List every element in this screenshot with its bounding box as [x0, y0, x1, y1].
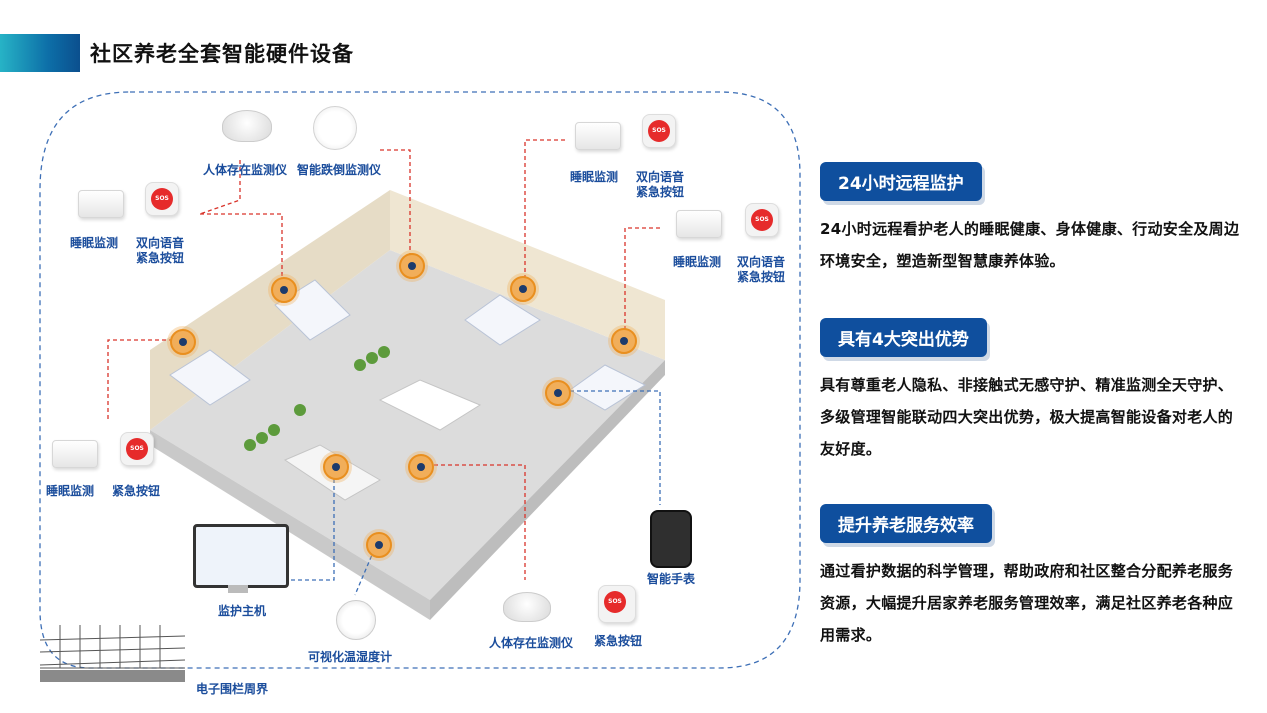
label-sleep-left-top: 睡眠监测 — [70, 236, 119, 250]
sleep-monitor-icon — [78, 190, 124, 218]
feature-panel-2: 具有4大突出优势 具有尊重老人隐私、非接触式无感守护、精准监测全天守护、多级管理… — [820, 318, 1240, 465]
marker-bed-4[interactable] — [611, 328, 637, 354]
label-two-way-left-top: 双向语音 紧急按钮 — [136, 236, 185, 265]
marker-bed-3[interactable] — [510, 276, 536, 302]
feature-heading-3: 提升养老服务效率 — [820, 504, 992, 543]
marker-thermo[interactable] — [366, 532, 392, 558]
label-sleep-right-mid: 睡眠监测 — [673, 255, 722, 269]
presence-sensor-icon — [222, 110, 272, 142]
monitor-stand — [228, 585, 248, 593]
label-monitor-host: 监护主机 — [218, 604, 267, 618]
label-sos-left-bottom: 紧急按钮 — [112, 484, 161, 498]
label-human-presence-top: 人体存在监测仪 — [203, 163, 288, 177]
leader-right-mid — [624, 227, 660, 340]
leader-host — [285, 465, 335, 581]
label-thermo-hygrometer: 可视化温湿度计 — [308, 650, 393, 664]
feature-heading-2: 具有4大突出优势 — [820, 318, 987, 357]
sos-button-icon — [745, 203, 779, 237]
marker-bed-1[interactable] — [170, 329, 196, 355]
feature-heading-1: 24小时远程监护 — [820, 162, 982, 201]
room-wall-back — [390, 190, 665, 360]
smart-watch-icon — [650, 510, 692, 568]
label-fence: 电子围栏周界 — [196, 682, 269, 696]
hardware-diagram: 人体存在监测仪 智能跌倒监测仪 睡眠监测 双向语音 紧急按钮 睡眠监测 双向语音… — [0, 0, 810, 713]
monitor-host-icon — [193, 524, 289, 588]
plants — [244, 346, 390, 451]
leader-left-mid — [107, 339, 180, 420]
label-fall-monitor: 智能跌倒监测仪 — [297, 163, 382, 177]
label-sleep-right-top: 睡眠监测 — [570, 170, 619, 184]
label-sleep-left-bottom: 睡眠监测 — [46, 484, 95, 498]
feature-panel-3: 提升养老服务效率 通过看护数据的科学管理，帮助政府和社区整合分配养老服务资源，大… — [820, 504, 1240, 651]
leader-right-top — [524, 139, 565, 285]
page-title: 社区养老全套智能硬件设备 — [90, 42, 354, 66]
feature-panel-1: 24小时远程监护 24小时远程看护老人的睡眠健康、身体健康、行动安全及周边环境安… — [820, 162, 1240, 277]
label-two-way-right-mid: 双向语音 紧急按钮 — [737, 255, 786, 284]
title-accent-bar — [0, 34, 80, 72]
room-floor — [150, 250, 665, 600]
feature-text-3: 通过看护数据的科学管理，帮助政府和社区整合分配养老服务资源，大幅提升居家养老服务… — [820, 562, 1234, 644]
bed-3 — [464, 294, 541, 346]
presence-sensor-icon — [503, 592, 551, 622]
marker-table[interactable] — [408, 454, 434, 480]
bed-4 — [569, 364, 647, 411]
sos-button-icon — [642, 114, 676, 148]
marker-desk[interactable] — [323, 454, 349, 480]
marker-bed-2[interactable] — [271, 277, 297, 303]
leader-left-top — [200, 213, 283, 286]
fence-drawing — [39, 625, 186, 682]
leader-bottom-presence — [420, 464, 526, 580]
leader-fall — [380, 149, 411, 262]
room-wall-right — [430, 360, 665, 620]
label-smart-watch: 智能手表 — [647, 572, 696, 586]
sleep-monitor-icon — [676, 210, 722, 238]
dining-table — [378, 379, 482, 431]
sleep-monitor-icon — [52, 440, 98, 468]
sos-button-icon — [598, 585, 636, 623]
sos-button-icon — [120, 432, 154, 466]
marker-watch[interactable] — [545, 380, 571, 406]
thermo-hygrometer-icon — [336, 600, 376, 640]
bed-1 — [169, 349, 251, 406]
sleep-monitor-icon — [575, 122, 621, 150]
feature-text-2: 具有尊重老人隐私、非接触式无感守护、精准监测全天守护、多级管理智能联动四大突出优… — [820, 376, 1234, 458]
dashed-boundary — [39, 91, 801, 669]
marker-fall[interactable] — [399, 253, 425, 279]
label-sos-bottom: 紧急按钮 — [594, 634, 643, 648]
label-human-presence-bottom: 人体存在监测仪 — [489, 636, 574, 650]
label-two-way-right-top: 双向语音 紧急按钮 — [636, 170, 685, 199]
fall-monitor-icon — [313, 106, 357, 150]
room-wall-front — [150, 430, 430, 620]
diagram-canvas — [39, 91, 801, 682]
sos-button-icon — [145, 182, 179, 216]
feature-text-1: 24小时远程看护老人的睡眠健康、身体健康、行动安全及周边环境安全，塑造新型智慧康… — [820, 220, 1240, 270]
